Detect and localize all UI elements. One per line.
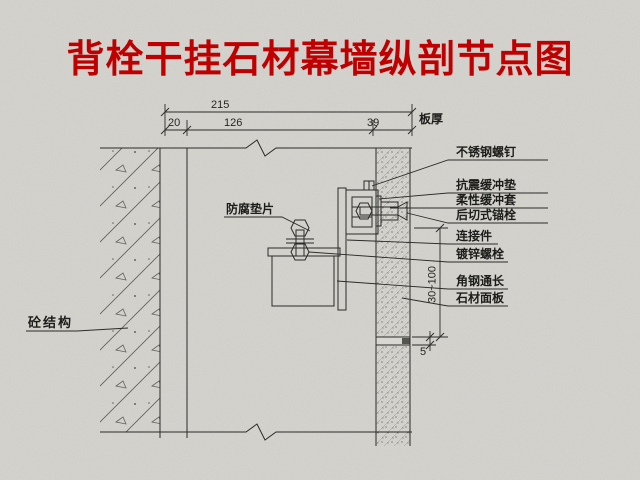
top-dimensions (160, 104, 417, 136)
anchor-range-label: 30~100 (426, 266, 439, 304)
callout-anticorrosion-gasket: 防腐垫片 (226, 202, 275, 216)
dim-seg-left: 20 (168, 117, 181, 129)
callout-seismic-buffer-pad: 抗震缓冲垫 (456, 178, 517, 192)
leader-lines (26, 159, 548, 332)
callout-angle-steel: 角钢通长 (456, 274, 505, 288)
callout-flexible-buffer-sleeve: 柔性缓冲套 (456, 193, 517, 207)
board-thickness-label: 板厚 (419, 112, 444, 126)
back-anchor-bolt (355, 201, 408, 221)
callout-connector: 连接件 (456, 229, 493, 243)
dim-seg-mid: 126 (224, 117, 243, 129)
break-line-bottom (100, 423, 412, 441)
callout-galvanized-bolt: 镀锌螺栓 (456, 247, 505, 261)
galvanized-bolt (286, 219, 314, 261)
vertical-dimension (412, 223, 448, 351)
joint-sealant (402, 338, 410, 344)
joint-dim-label: 5 (420, 346, 427, 358)
break-line-top (100, 139, 412, 157)
page-title: 背栓干挂石材幕墙纵剖节点图 (66, 39, 574, 81)
angle-steel (267, 247, 341, 307)
dim-total: 215 (211, 99, 230, 111)
stone-panel-hatch (376, 148, 410, 446)
dim-seg-right: 39 (367, 117, 380, 129)
callout-concrete-structure: 砼结构 (28, 315, 74, 330)
callout-stone-panel: 石材面板 (456, 291, 505, 305)
callout-undercut-anchor: 后切式锚栓 (456, 208, 517, 222)
concrete-hatch (100, 148, 160, 432)
callout-stainless-screw: 不锈钢螺钉 (456, 145, 517, 159)
connector-plate (337, 187, 347, 311)
